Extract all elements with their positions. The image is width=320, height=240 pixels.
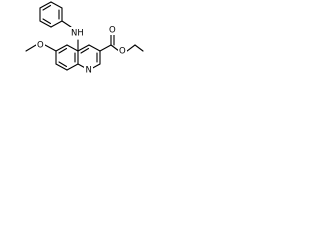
phenyl-nh-bond bbox=[61, 20, 72, 28]
ester-o-label: O bbox=[119, 47, 126, 57]
molecule-structure: NH N O O O bbox=[25, 1, 144, 76]
phenyl-ring bbox=[39, 1, 63, 28]
nh-label: NH bbox=[71, 29, 84, 39]
ring-n-label: N bbox=[86, 66, 92, 76]
methoxy-o-label: O bbox=[37, 41, 44, 51]
carbonyl-o-label: O bbox=[109, 26, 116, 36]
atom-labels: NH N O O O bbox=[36, 25, 127, 76]
quinoline-benzo-ring bbox=[55, 44, 79, 71]
methoxy-group bbox=[25, 44, 57, 52]
